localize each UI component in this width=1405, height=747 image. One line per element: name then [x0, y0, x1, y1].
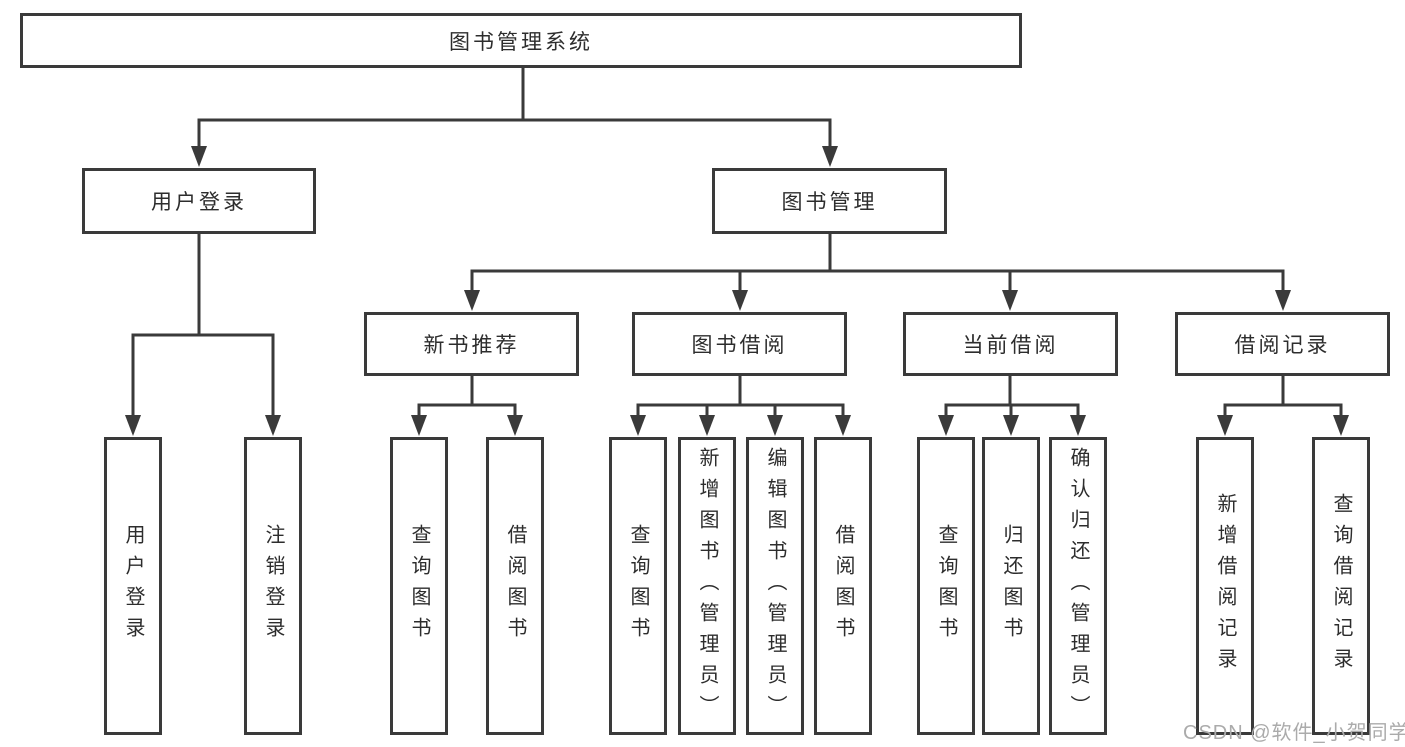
node-new-book-recommendation-label: 新书推荐 [423, 334, 520, 357]
arrow-down-icon [699, 415, 715, 436]
arrow-down-icon [507, 415, 523, 436]
arrow-down-icon [265, 415, 281, 436]
node-current-borrowing: 当前借阅 [903, 312, 1118, 376]
arrow-down-icon [464, 290, 480, 311]
leaf-borrow-books-1: 借阅图书 [486, 437, 544, 735]
leaf-query-borrow-record: 查询借阅记录 [1312, 437, 1370, 735]
leaf-add-books-admin: 新增图书（管理员） [678, 437, 736, 735]
leaf-borrow-books-1-label: 借阅图书 [504, 524, 526, 648]
node-book-management-label: 图书管理 [781, 191, 878, 214]
arrow-down-icon [411, 415, 427, 436]
leaf-query-books-1: 查询图书 [390, 437, 448, 735]
arrow-down-icon [767, 415, 783, 436]
arrow-down-icon [1002, 290, 1018, 311]
connector-new-book-children [411, 376, 523, 436]
node-book-management: 图书管理 [712, 168, 947, 234]
leaf-borrow-books-2-label: 借阅图书 [832, 524, 854, 648]
leaf-add-borrow-record-label: 新增借阅记录 [1214, 493, 1236, 679]
arrow-down-icon [1333, 415, 1349, 436]
node-current-borrowing-label: 当前借阅 [962, 334, 1059, 357]
connector-current-borrowing-children [938, 376, 1086, 436]
arrow-down-icon [1003, 415, 1019, 436]
leaf-edit-books-admin-label: 编辑图书（管理员） [764, 446, 786, 726]
arrow-down-icon [1275, 290, 1291, 311]
connector-user-login-children [125, 234, 281, 436]
csdn-watermark: CSDN @软件_小贺同学 [1183, 722, 1405, 744]
arrow-down-icon [630, 415, 646, 436]
leaf-user-login: 用户登录 [104, 437, 162, 735]
node-borrowing-records-label: 借阅记录 [1234, 334, 1331, 357]
node-borrowing-records: 借阅记录 [1175, 312, 1390, 376]
leaf-query-books-3: 查询图书 [917, 437, 975, 735]
arrow-down-icon [822, 146, 838, 167]
leaf-confirm-return-admin: 确认归还（管理员） [1049, 437, 1107, 735]
leaf-edit-books-admin: 编辑图书（管理员） [746, 437, 804, 735]
leaf-query-books-2: 查询图书 [609, 437, 667, 735]
leaf-query-books-1-label: 查询图书 [408, 524, 430, 648]
node-book-borrowing: 图书借阅 [632, 312, 847, 376]
node-root-label: 图书管理系统 [449, 30, 593, 54]
node-user-login: 用户登录 [82, 168, 316, 234]
node-new-book-recommendation: 新书推荐 [364, 312, 579, 376]
connector-borrowing-records-children [1217, 376, 1349, 436]
leaf-add-books-admin-label: 新增图书（管理员） [696, 446, 718, 726]
leaf-borrow-books-2: 借阅图书 [814, 437, 872, 735]
arrow-down-icon [835, 415, 851, 436]
arrow-down-icon [191, 146, 207, 167]
leaf-logout: 注销登录 [244, 437, 302, 735]
leaf-add-borrow-record: 新增借阅记录 [1196, 437, 1254, 735]
leaf-return-books: 归还图书 [982, 437, 1040, 735]
leaf-user-login-label: 用户登录 [122, 524, 144, 648]
connector-book-borrowing-children [630, 376, 851, 436]
arrow-down-icon [125, 415, 141, 436]
arrow-down-icon [938, 415, 954, 436]
connector-book-management-children [464, 234, 1291, 311]
leaf-return-books-label: 归还图书 [1000, 524, 1022, 648]
arrow-down-icon [1070, 415, 1086, 436]
leaf-confirm-return-admin-label: 确认归还（管理员） [1067, 446, 1089, 726]
leaf-query-books-2-label: 查询图书 [627, 524, 649, 648]
leaf-logout-label: 注销登录 [262, 524, 284, 648]
leaf-query-borrow-record-label: 查询借阅记录 [1330, 493, 1352, 679]
node-user-login-label: 用户登录 [151, 191, 247, 214]
node-root: 图书管理系统 [20, 13, 1022, 68]
arrow-down-icon [732, 290, 748, 311]
node-book-borrowing-label: 图书借阅 [691, 334, 788, 357]
leaf-query-books-3-label: 查询图书 [935, 524, 957, 648]
connector-root-to-level2 [191, 68, 838, 167]
arrow-down-icon [1217, 415, 1233, 436]
